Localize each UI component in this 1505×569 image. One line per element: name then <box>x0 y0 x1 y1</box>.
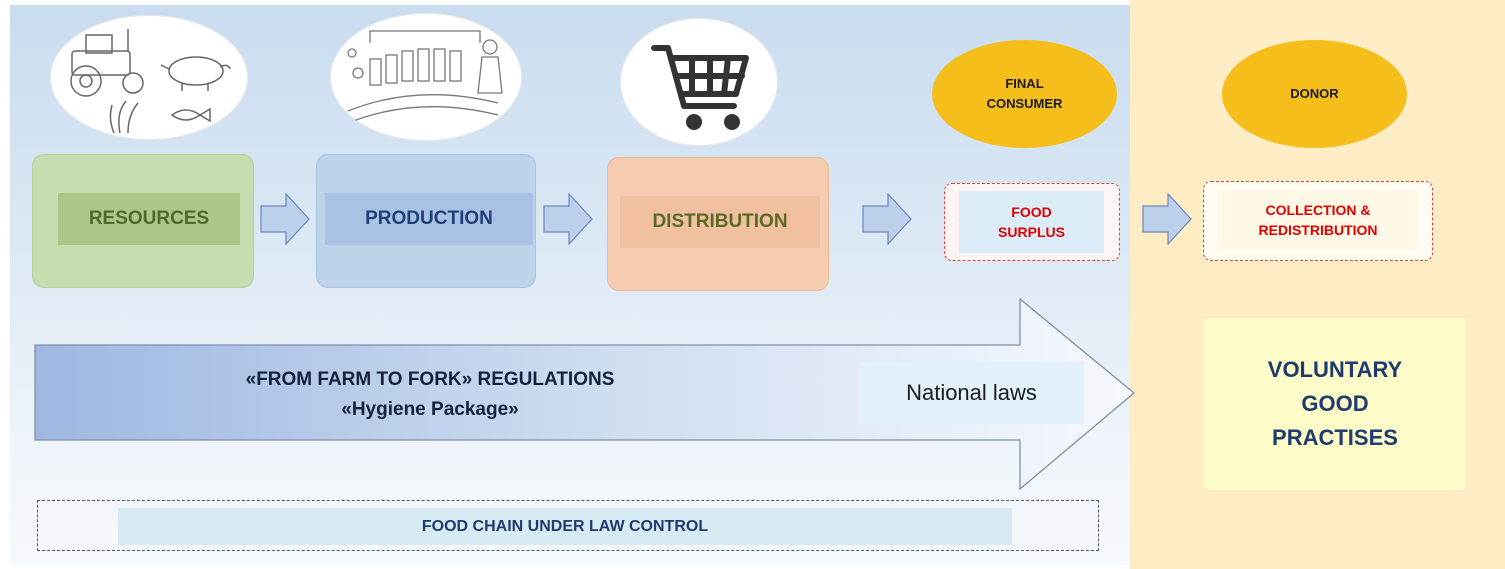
regulation-line-1: «FROM FARM TO FORK» REGULATIONS <box>245 369 615 390</box>
distribution-illustration <box>620 18 778 146</box>
national-laws-label: National laws <box>859 362 1084 424</box>
flow-arrow-2 <box>543 193 593 245</box>
production-illustration <box>330 13 522 141</box>
food-surplus-box: FOOD SURPLUS <box>944 183 1120 261</box>
regulation-text: «FROM FARM TO FORK» REGULATIONS «Hygiene… <box>120 365 740 425</box>
flow-arrow-3 <box>862 193 912 245</box>
donor-ellipse: DONOR <box>1222 40 1407 148</box>
food-surplus-label: FOOD SURPLUS <box>959 191 1104 253</box>
voluntary-practises-box: VOLUNTARY GOOD PRACTISES <box>1204 318 1466 490</box>
food-chain-label: FOOD CHAIN UNDER LAW CONTROL <box>118 508 1012 545</box>
regulation-arrow <box>34 298 1136 491</box>
farm-sketch-icon <box>70 29 231 134</box>
factory-sketch-icon <box>347 30 503 124</box>
flow-arrow-1 <box>260 193 310 245</box>
resources-illustration <box>50 15 248 140</box>
production-label: PRODUCTION <box>325 193 533 245</box>
resources-stage: RESOURCES <box>32 154 254 288</box>
shopping-cart-icon <box>651 45 749 130</box>
donor-label: DONOR <box>1290 86 1339 101</box>
collection-box: COLLECTION & REDISTRIBUTION <box>1203 181 1433 261</box>
regulation-line-2: «Hygiene Package» <box>341 399 519 420</box>
collection-label: COLLECTION & REDISTRIBUTION <box>1218 190 1418 250</box>
resources-label: RESOURCES <box>58 193 240 245</box>
final-consumer-label: FINAL CONSUMER <box>986 76 1063 111</box>
production-stage: PRODUCTION <box>316 154 536 288</box>
food-chain-footer: FOOD CHAIN UNDER LAW CONTROL <box>37 500 1099 551</box>
distribution-stage: DISTRIBUTION <box>607 157 829 291</box>
final-consumer-ellipse: FINAL CONSUMER <box>932 40 1117 148</box>
distribution-label: DISTRIBUTION <box>620 196 820 248</box>
flow-arrow-4 <box>1142 193 1192 245</box>
